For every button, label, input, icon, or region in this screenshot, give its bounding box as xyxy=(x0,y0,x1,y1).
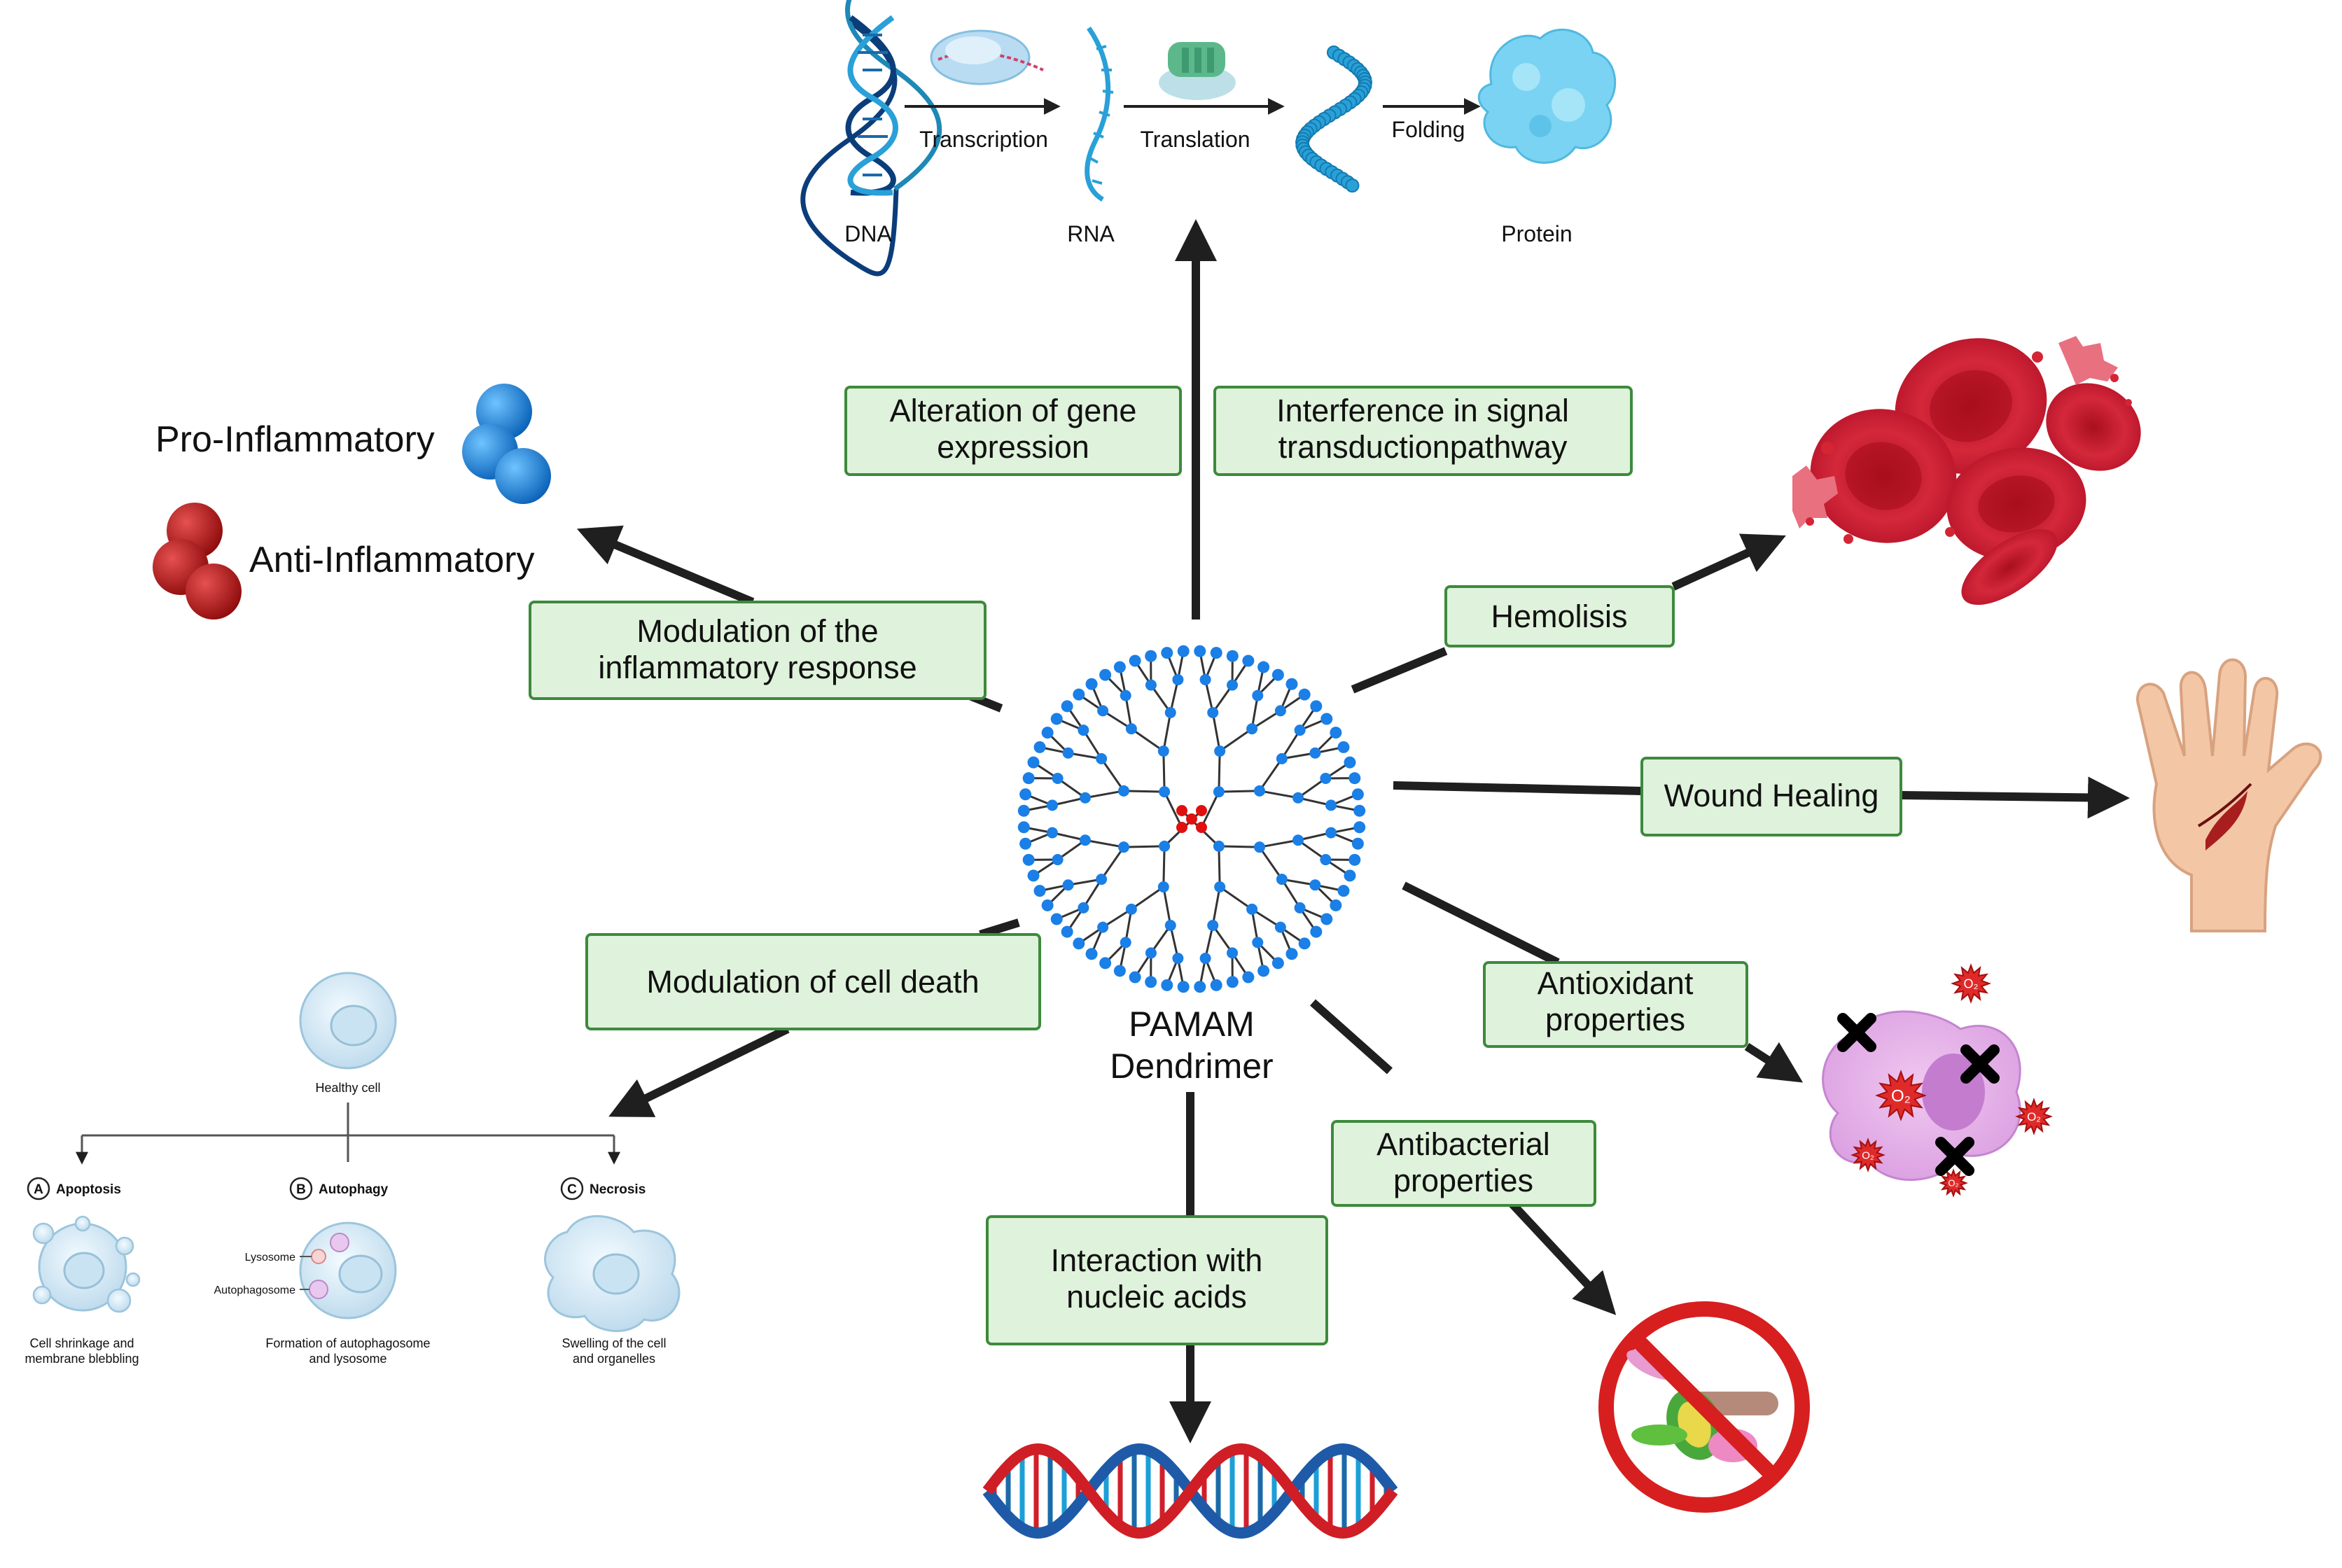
central-dogma-illustration: Transcription Translation Folding xyxy=(800,0,1617,276)
arrow-to-wound-head xyxy=(1900,776,2130,819)
arrow-to-antioxidant-head xyxy=(1744,1042,1804,1083)
autophagosome-label: Autophagosome xyxy=(214,1284,295,1296)
box-hemolisis: Hemolisis xyxy=(1444,585,1675,648)
arrow-to-antibacterial-head xyxy=(1509,1200,1617,1315)
lysosome-label: Lysosome xyxy=(245,1252,295,1264)
box-inflammatory: Modulation of the inflammatory response xyxy=(529,601,987,700)
healthy-cell-label: Healthy cell xyxy=(315,1081,380,1095)
apoptosis-desc-line2: membrane blebbling xyxy=(25,1352,139,1366)
pro-inflammatory-label: Pro-Inflammatory xyxy=(155,419,435,460)
ros-symbol: O₂ xyxy=(1964,977,1979,991)
center-label-line2: Dendrimer xyxy=(1110,1046,1273,1086)
inflammation-illustration: Pro-Inflammatory Anti-Inflammatory xyxy=(153,384,551,620)
helix-base-pairs xyxy=(991,1449,1389,1533)
box-cell-death-line1: Modulation of cell death xyxy=(646,964,979,1000)
healthy-cell-icon xyxy=(299,972,397,1070)
arrow-to-antibacterial xyxy=(1310,999,1393,1074)
arrow-to-antioxidant xyxy=(1402,881,1560,967)
box-antioxidant-line2: properties xyxy=(1545,1002,1685,1037)
dna-label: DNA xyxy=(844,221,892,246)
protein-label: Protein xyxy=(1501,221,1572,246)
box-antioxidant: Antioxidant properties xyxy=(1483,961,1748,1048)
ros-damaged-cell-icon: O₂ O₂ O₂ O₂ O₂ xyxy=(1822,963,2053,1198)
no-bacteria-icon xyxy=(1598,1301,1810,1513)
arrow-to-cell-death xyxy=(979,918,1020,939)
box-nucleic-line1: Interaction with xyxy=(1051,1242,1263,1278)
ros-symbol: O₂ xyxy=(1862,1150,1874,1162)
arrows xyxy=(576,219,2130,1443)
dendrimer-nodes xyxy=(1017,645,1366,993)
arrow-to-hemolisis-head xyxy=(1671,533,1786,591)
cell-death-illustration: Healthy cell A Apoptosis B Autophagy C N… xyxy=(25,972,681,1366)
arrow-to-hemolisis xyxy=(1351,647,1448,694)
ribosome-icon xyxy=(1159,42,1236,100)
nucleic-acid-double-helix-icon xyxy=(982,1443,1398,1539)
ros-symbol: O₂ xyxy=(2027,1110,2041,1124)
rna-strand-icon xyxy=(1085,26,1114,202)
red-blood-cells-hemolysis-icon xyxy=(1792,336,2141,606)
anti-inflammatory-label: Anti-Inflammatory xyxy=(249,540,534,580)
apoptosis-label-group: A Apoptosis xyxy=(27,1177,121,1200)
necrosis-title: Necrosis xyxy=(590,1182,646,1197)
necrosis-desc-line1: Swelling of the cell xyxy=(562,1336,666,1350)
autophagic-cell-icon xyxy=(299,1222,397,1320)
anti-inflammatory-cytokine-icon xyxy=(153,503,242,620)
pro-inflammatory-cytokine-icon xyxy=(462,384,551,504)
box-antibacterial: Antibacterial properties xyxy=(1331,1120,1596,1207)
arrow-to-cell-death-head xyxy=(608,1025,790,1117)
box-wound: Wound Healing xyxy=(1640,757,1902,836)
dendrimer-core xyxy=(1176,805,1207,833)
label-boxes: Alteration of gene expression Interferen… xyxy=(529,386,1902,1345)
box-inflammatory-line1: Modulation of the xyxy=(636,613,878,649)
box-inflammatory-line2: inflammatory response xyxy=(598,650,916,685)
center-label-line1: PAMAM xyxy=(1129,1004,1255,1044)
dna-helix-strands xyxy=(845,15,898,196)
box-signal: Interference in signal transductionpathw… xyxy=(1213,386,1633,476)
box-antibacterial-line2: properties xyxy=(1393,1163,1533,1198)
box-cell-death: Modulation of cell death xyxy=(585,933,1041,1030)
autophagy-title: Autophagy xyxy=(319,1182,389,1197)
ros-star-group: O₂ O₂ O₂ O₂ O₂ xyxy=(1850,963,2053,1198)
box-gene-expression: Alteration of gene expression xyxy=(844,386,1182,476)
wounded-hand-icon xyxy=(2136,658,2322,932)
arrow-to-wound xyxy=(1393,781,1643,795)
arrow-to-inflammation xyxy=(576,525,755,606)
apoptotic-cell-icon xyxy=(32,1215,141,1313)
pamam-dendrimer-structure xyxy=(1017,645,1366,993)
apoptosis-letter: A xyxy=(34,1182,43,1197)
box-hemolisis-line1: Hemolisis xyxy=(1491,598,1627,634)
box-gene-expression-line1: Alteration of gene xyxy=(890,393,1137,428)
autophagy-label-group: B Autophagy xyxy=(289,1177,389,1200)
transcription-label: Transcription xyxy=(919,127,1048,152)
rna-polymerase-icon xyxy=(930,29,1044,85)
translation-label: Translation xyxy=(1140,127,1250,152)
box-wound-line1: Wound Healing xyxy=(1664,778,1879,813)
rna-label: RNA xyxy=(1067,221,1115,246)
polypeptide-chain-icon xyxy=(1295,46,1372,192)
folding-label: Folding xyxy=(1392,117,1465,142)
box-gene-expression-line2: expression xyxy=(937,429,1089,465)
box-signal-line2: transductionpathway xyxy=(1278,429,1568,465)
apoptosis-desc-line1: Cell shrinkage and xyxy=(29,1336,134,1350)
box-antibacterial-line1: Antibacterial xyxy=(1376,1126,1550,1162)
necrotic-cell-icon xyxy=(544,1215,681,1332)
damage-x-marks xyxy=(1837,1013,2000,1176)
ros-symbol: O₂ xyxy=(1948,1178,1958,1189)
autophagy-letter: B xyxy=(296,1182,306,1197)
necrosis-letter: C xyxy=(567,1182,577,1197)
box-nucleic: Interaction with nucleic acids xyxy=(986,1215,1328,1345)
box-nucleic-line2: nucleic acids xyxy=(1066,1279,1247,1315)
necrosis-label-group: C Necrosis xyxy=(560,1177,646,1200)
box-antioxidant-line1: Antioxidant xyxy=(1538,965,1694,1001)
autophagy-desc-line2: and lysosome xyxy=(309,1352,386,1366)
box-signal-line1: Interference in signal xyxy=(1276,393,1569,428)
folded-protein-icon xyxy=(1477,28,1617,164)
autophagy-desc-line1: Formation of autophagosome xyxy=(265,1336,430,1350)
necrosis-desc-line2: and organelles xyxy=(573,1352,655,1366)
ros-symbol: O₂ xyxy=(1891,1087,1911,1106)
helix-strand-red xyxy=(982,1443,1398,1539)
apoptosis-title: Apoptosis xyxy=(56,1182,121,1197)
